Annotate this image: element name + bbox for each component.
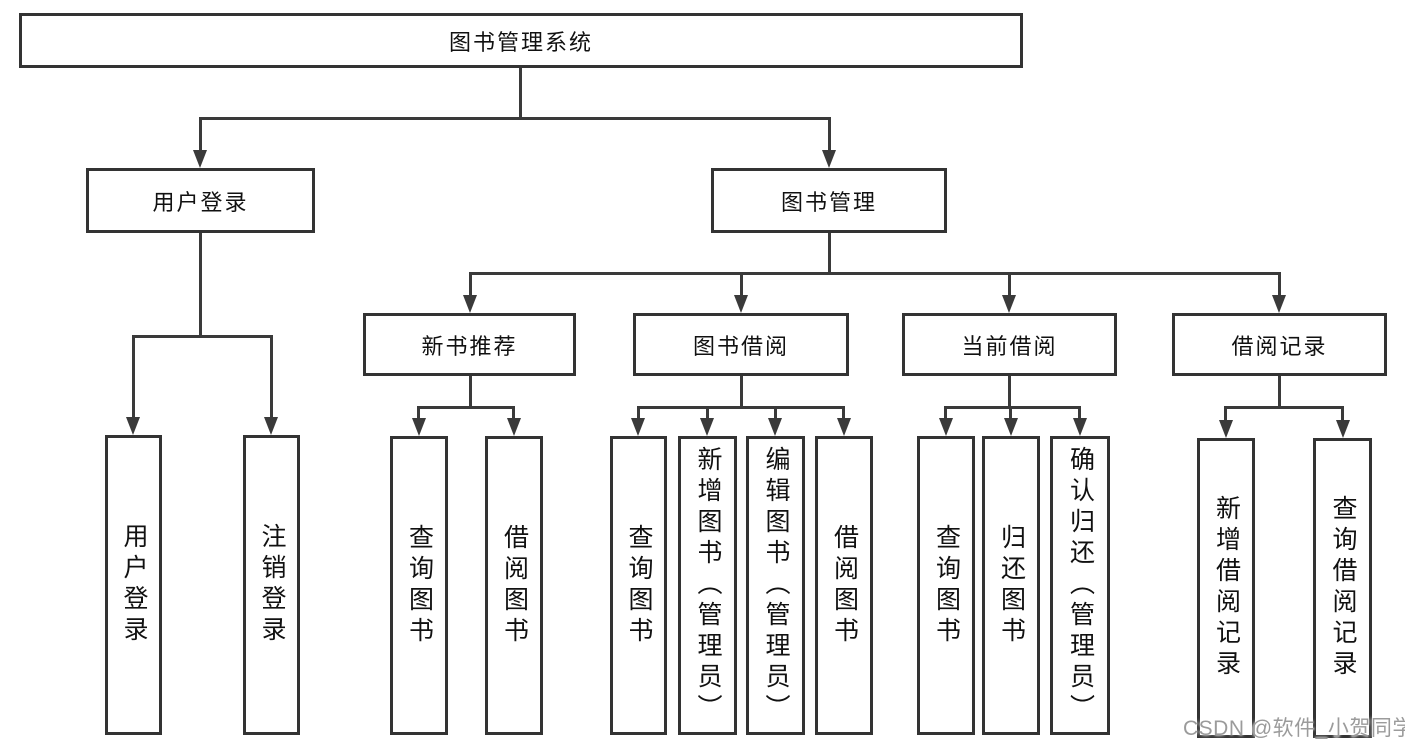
- leaf-edit-books-admin-label: 编辑图书（管理员）: [762, 446, 790, 725]
- arrow-to-borrow-books-recommend: [507, 418, 521, 436]
- connector-book-management-rail: [469, 272, 1280, 275]
- leaf-borrow-books-recommend: 借阅图书: [485, 436, 543, 735]
- leaf-logout: 注销登录: [243, 435, 300, 735]
- leaf-user-login-label: 用户登录: [120, 523, 148, 647]
- leaf-return-books-label: 归还图书: [997, 523, 1026, 648]
- connector-to-book-borrowing: [740, 272, 743, 297]
- node-user-login-label: 用户登录: [152, 189, 249, 215]
- node-current-borrowing-label: 当前借阅: [961, 333, 1058, 359]
- connector-recommend-rail: [417, 406, 515, 409]
- connector-recommend-stub: [469, 375, 472, 407]
- leaf-query-books-recommend-label: 查询图书: [405, 523, 434, 648]
- connector-to-query-books-current: [944, 406, 947, 420]
- connector-records-stub: [1278, 375, 1281, 407]
- arrow-to-book-borrowing: [734, 295, 748, 313]
- leaf-query-books-borrowing: 查询图书: [610, 436, 667, 735]
- node-root-label: 图书管理系统: [448, 29, 593, 55]
- csdn-watermark: CSDN @软件_小贺同学: [1183, 717, 1405, 740]
- node-user-login: 用户登录: [86, 168, 315, 233]
- node-borrow-records: 借阅记录: [1172, 313, 1387, 376]
- leaf-query-books-borrowing-label: 查询图书: [625, 523, 653, 648]
- connector-to-add-borrow-record: [1224, 406, 1227, 422]
- leaf-query-borrow-record-label: 查询借阅记录: [1329, 495, 1357, 681]
- connector-to-leaf-user-login: [132, 335, 135, 419]
- node-new-book-recommend-label: 新书推荐: [421, 333, 518, 359]
- leaf-query-books-current-label: 查询图书: [932, 523, 961, 648]
- connector-current-stub: [1008, 375, 1011, 407]
- leaf-confirm-return-admin: 确认归还（管理员）: [1050, 436, 1110, 735]
- arrow-to-borrow-books-borrowing: [837, 418, 851, 436]
- connector-to-confirm-return-admin: [1078, 406, 1081, 420]
- arrow-to-return-books: [1004, 418, 1018, 436]
- leaf-borrow-books-borrowing: 借阅图书: [815, 436, 873, 735]
- arrow-to-new-book-recommend: [463, 295, 477, 313]
- connector-to-borrow-books-recommend: [512, 406, 515, 420]
- leaf-return-books: 归还图书: [982, 436, 1040, 735]
- node-book-management: 图书管理: [711, 168, 947, 233]
- leaf-edit-books-admin: 编辑图书（管理员）: [746, 436, 805, 735]
- connector-to-borrow-records: [1278, 272, 1281, 297]
- node-book-borrowing: 图书借阅: [633, 313, 849, 376]
- connector-borrowing-stub: [740, 375, 743, 407]
- leaf-query-books-current: 查询图书: [917, 436, 975, 735]
- connector-to-edit-books-admin: [774, 406, 777, 420]
- leaf-borrow-books-recommend-label: 借阅图书: [500, 523, 529, 648]
- connector-root-rail: [199, 117, 831, 120]
- node-borrow-records-label: 借阅记录: [1231, 333, 1328, 359]
- connector-to-book-management: [828, 117, 831, 152]
- connector-user-login-rail: [132, 335, 273, 338]
- node-new-book-recommend: 新书推荐: [363, 313, 576, 376]
- arrow-to-confirm-return-admin: [1073, 418, 1087, 436]
- connector-user-login-stub: [199, 233, 202, 336]
- arrow-to-book-management: [822, 150, 836, 168]
- leaf-user-login: 用户登录: [105, 435, 162, 735]
- arrow-to-user-login: [193, 150, 207, 168]
- leaf-confirm-return-admin-label: 确认归还（管理员）: [1066, 446, 1095, 725]
- connector-to-query-books-recommend: [417, 406, 420, 420]
- leaf-add-borrow-record: 新增借阅记录: [1197, 438, 1255, 738]
- connector-to-query-borrow-record: [1341, 406, 1344, 422]
- connector-to-current-borrowing: [1008, 272, 1011, 297]
- arrow-to-current-borrowing: [1002, 295, 1016, 313]
- leaf-add-books-admin-label: 新增图书（管理员）: [694, 446, 722, 725]
- connector-to-return-books: [1009, 406, 1012, 420]
- leaf-query-books-recommend: 查询图书: [390, 436, 448, 735]
- connector-book-management-stub: [828, 233, 831, 273]
- leaf-query-borrow-record: 查询借阅记录: [1313, 438, 1372, 738]
- connector-to-borrow-books-borrowing: [842, 406, 845, 420]
- arrow-to-leaf-logout: [264, 417, 278, 435]
- arrow-to-query-books-current: [939, 418, 953, 436]
- arrow-to-add-borrow-record: [1219, 420, 1233, 438]
- leaf-add-borrow-record-label: 新增借阅记录: [1212, 495, 1241, 681]
- connector-current-rail: [944, 406, 1081, 409]
- connector-root-stub: [519, 68, 522, 118]
- connector-to-leaf-logout: [270, 335, 273, 419]
- arrow-to-edit-books-admin: [768, 418, 782, 436]
- node-book-management-label: 图书管理: [780, 189, 877, 215]
- arrow-to-query-borrow-record: [1336, 420, 1350, 438]
- node-current-borrowing: 当前借阅: [902, 313, 1117, 376]
- connector-to-query-books-borrowing: [637, 406, 640, 420]
- node-root: 图书管理系统: [19, 13, 1023, 68]
- arrow-to-borrow-records: [1272, 295, 1286, 313]
- leaf-borrow-books-borrowing-label: 借阅图书: [830, 523, 859, 648]
- node-book-borrowing-label: 图书借阅: [692, 333, 789, 359]
- leaf-add-books-admin: 新增图书（管理员）: [678, 436, 737, 735]
- connector-to-new-book-recommend: [469, 272, 472, 297]
- leaf-logout-label: 注销登录: [258, 523, 286, 647]
- connector-to-add-books-admin: [706, 406, 709, 420]
- connector-records-rail: [1224, 406, 1344, 409]
- arrow-to-query-books-borrowing: [631, 418, 645, 436]
- connector-borrowing-rail: [637, 406, 845, 409]
- connector-to-user-login: [199, 117, 202, 152]
- arrow-to-query-books-recommend: [412, 418, 426, 436]
- arrow-to-add-books-admin: [700, 418, 714, 436]
- arrow-to-leaf-user-login: [126, 417, 140, 435]
